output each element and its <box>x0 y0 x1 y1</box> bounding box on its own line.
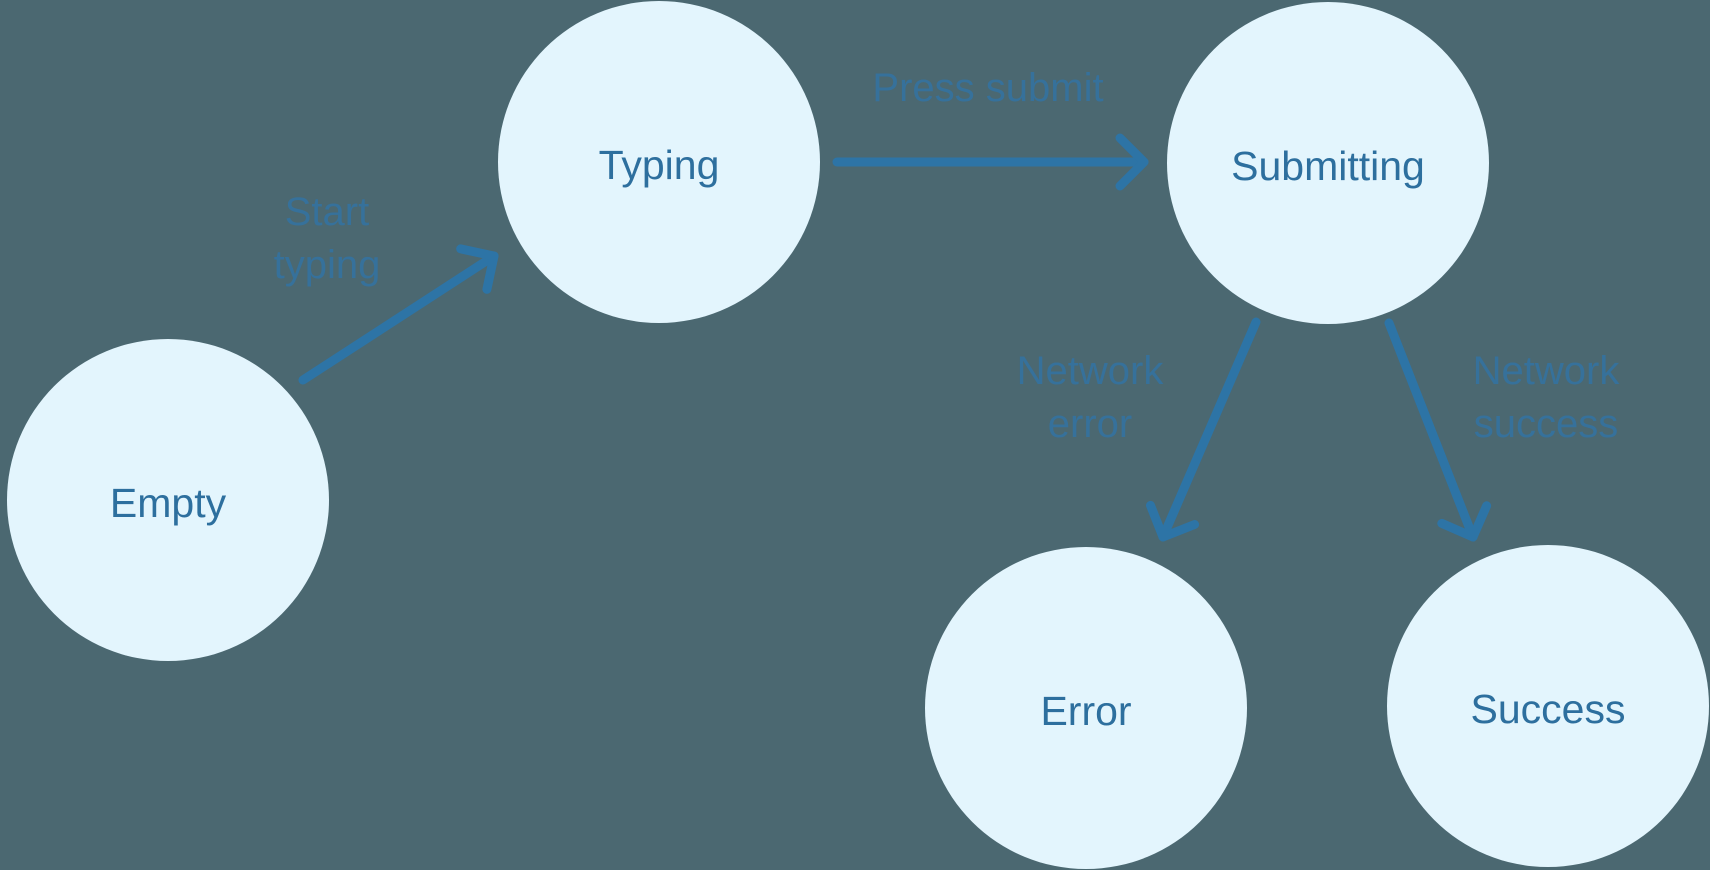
transition-label: Network error <box>1017 349 1165 446</box>
arrow-line <box>1158 317 1261 542</box>
transition-label: Network success <box>1473 349 1621 446</box>
transition-label: Start typing <box>274 190 381 287</box>
state-circle <box>7 339 329 661</box>
transition-label-line: success <box>1474 402 1619 446</box>
state-node-success: Success <box>1387 545 1709 867</box>
transition-label-line: Start <box>285 190 369 234</box>
arrow-line <box>298 251 499 385</box>
transition-press-submit: Press submit <box>832 66 1149 191</box>
transition-label-line: Press submit <box>872 66 1103 110</box>
state-label: Typing <box>599 142 720 188</box>
state-label: Success <box>1471 686 1626 732</box>
transition-label-line: Network <box>1017 349 1165 393</box>
state-circle <box>1167 2 1489 324</box>
transition-label-line: typing <box>274 243 381 287</box>
state-node-typing: Typing <box>498 1 820 323</box>
transition-label: Press submit <box>872 66 1103 110</box>
arrow-head-icon <box>1115 133 1149 191</box>
state-circle <box>1387 545 1709 867</box>
arrow-line <box>1384 318 1478 542</box>
state-circle <box>498 1 820 323</box>
arrow-head-icon <box>1146 500 1200 542</box>
state-label: Empty <box>110 480 227 526</box>
state-node-empty: Empty <box>7 339 329 661</box>
state-label: Submitting <box>1231 143 1425 189</box>
arrow-head-icon <box>456 244 499 294</box>
state-circle <box>925 547 1247 869</box>
transition-label-line: Network <box>1473 349 1621 393</box>
state-label: Error <box>1040 688 1131 734</box>
transition-network-success: Network success <box>1384 318 1621 542</box>
state-node-submitting: Submitting <box>1167 2 1489 324</box>
transition-label-line: error <box>1048 402 1132 446</box>
transition-start-typing: Start typing <box>274 190 499 385</box>
state-node-error: Error <box>925 547 1247 869</box>
arrow-head-icon <box>1437 501 1492 542</box>
transition-network-error: Network error <box>1017 317 1261 542</box>
